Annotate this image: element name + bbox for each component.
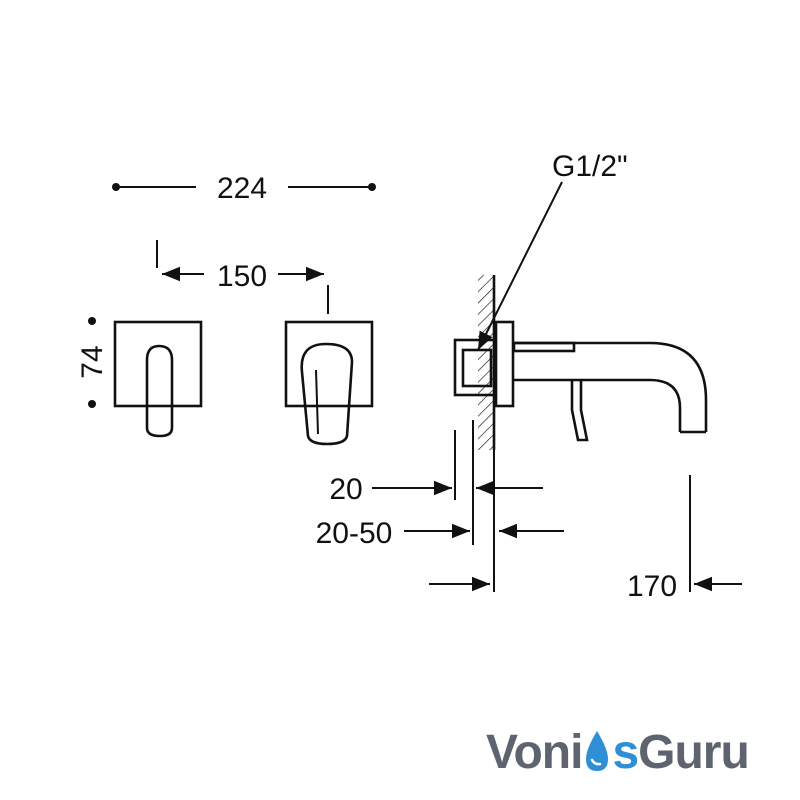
dim-74-label: 74: [76, 345, 109, 378]
watermark-logo: Voni s Guru: [486, 722, 750, 782]
right-valve-plate: [284, 320, 374, 446]
dim-224: 224: [112, 172, 376, 205]
thread-label: G1/2": [552, 150, 628, 183]
dim-150: 150: [156, 240, 329, 314]
water-drop-icon: [586, 731, 609, 771]
logo-text-part2: s: [612, 725, 639, 779]
logo-text-part3: Guru: [638, 725, 750, 779]
logo-text-part1: Voni: [486, 725, 583, 779]
dim-170: 170: [429, 450, 742, 603]
dim-20: 20: [329, 430, 543, 506]
dim-20-label: 20: [329, 473, 362, 506]
dim-74: 74: [76, 317, 109, 408]
dim-150-label: 150: [217, 260, 267, 293]
dim-20-50: 20-50: [316, 420, 564, 550]
spout-side-view: [453, 320, 708, 442]
left-valve-plate: [113, 320, 203, 438]
dim-170-label: 170: [627, 570, 677, 603]
dim-224-label: 224: [217, 172, 267, 205]
dim-thread: G1/2": [477, 150, 628, 351]
dim-20-50-label: 20-50: [316, 517, 393, 550]
